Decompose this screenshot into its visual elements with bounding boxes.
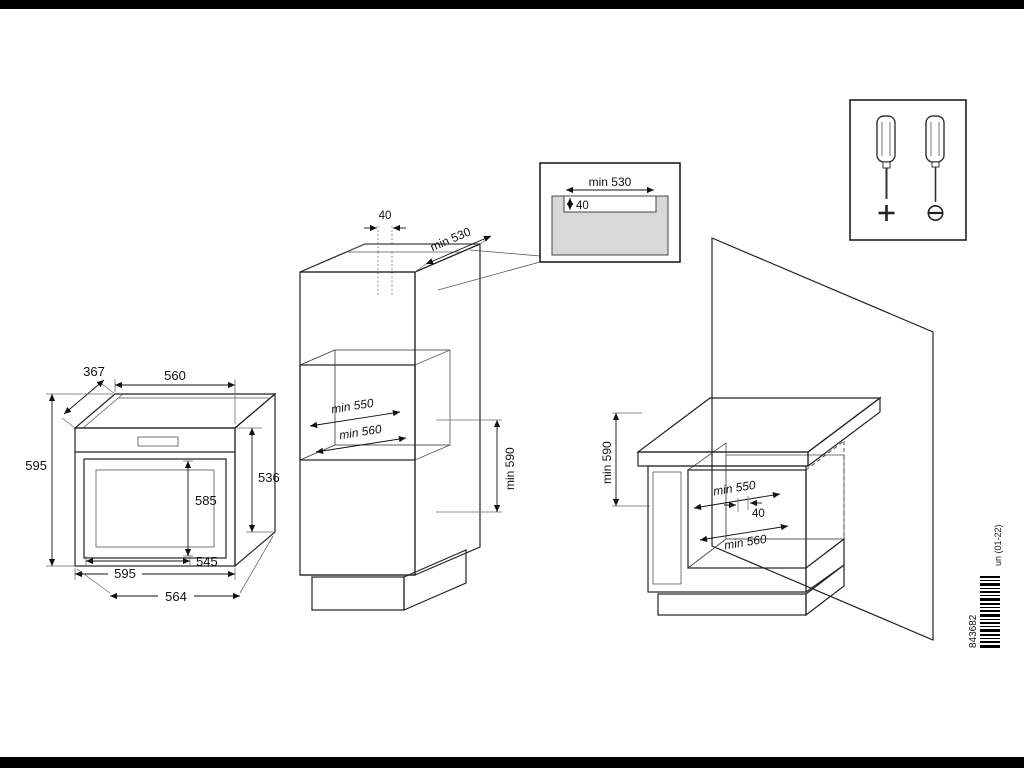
oven-display <box>137 436 179 447</box>
tall-cabinet-dim-niche-depth: min 560 <box>338 422 383 443</box>
tall-cabinet-vent-band <box>345 243 481 253</box>
oven-dim-height-left: 595 <box>25 458 47 473</box>
oven-dim-depth-bottom: 564 <box>165 589 187 604</box>
base-door-panel <box>652 471 682 585</box>
inset-vent-recess <box>563 195 657 213</box>
base-cabinet-dim-niche-depth: min 560 <box>723 532 768 553</box>
phillips-screwdriver-icon <box>876 115 896 221</box>
edition-code: un (01-22) <box>993 524 1003 566</box>
barcode: un (01-22) 843682 <box>968 524 1003 648</box>
oven-dim-rear-height: 536 <box>258 470 280 485</box>
oven-dim-width-bottom: 595 <box>114 566 136 581</box>
oven-dimension-drawing: 367 560 595 536 585 545 595 <box>25 364 279 604</box>
tools-box <box>849 99 967 241</box>
oven-door <box>83 458 227 559</box>
tall-cabinet-plinth <box>311 576 405 611</box>
tall-cabinet-top-face <box>299 243 481 273</box>
slotted-head-icon <box>927 205 944 222</box>
barcode-number: 843682 <box>968 614 979 648</box>
oven-front-face <box>74 427 236 567</box>
countertop-front <box>637 451 809 467</box>
base-niche-opening <box>687 469 807 569</box>
countertop-side <box>807 396 881 468</box>
top-letterbox-bar <box>0 0 1024 9</box>
oven-dim-width-top: 560 <box>164 368 186 383</box>
tall-cabinet-plinth-side <box>403 549 467 611</box>
tools-box-frame <box>849 99 967 241</box>
base-cabinet-dim-niche-height: min 590 <box>600 441 614 484</box>
vent-detail-inset: min 530 40 <box>437 162 681 291</box>
base-plinth <box>657 593 807 616</box>
niche-inner-top <box>299 349 451 366</box>
barcode-bars <box>980 576 1000 648</box>
wall-panel <box>711 237 934 641</box>
oven-dim-inner-height: 585 <box>195 493 217 508</box>
phillips-head-icon <box>878 205 895 221</box>
slotted-screwdriver-icon <box>925 115 945 222</box>
niche-floor <box>299 444 451 461</box>
base-rail-side <box>805 537 845 594</box>
base-plinth-side <box>805 563 845 617</box>
tall-cabinet-front <box>299 271 416 576</box>
base-cabinet-dim-vent-gap: 40 <box>752 508 765 520</box>
inset-dim-recess-depth: 40 <box>576 200 589 212</box>
bottom-letterbox-bar <box>0 757 1024 768</box>
oven-dim-inner-width: 545 <box>196 554 218 569</box>
tall-cabinet-dim-vent-gap: 40 <box>379 210 392 222</box>
oven-door-glass <box>95 469 215 548</box>
tall-cabinet-side-face <box>414 243 481 576</box>
inset-dim-recess-width: min 530 <box>589 175 632 189</box>
oven-top-face <box>73 393 277 429</box>
oven-dim-depth-top: 367 <box>83 364 105 379</box>
tall-cabinet-dim-niche-height: min 590 <box>503 447 517 490</box>
base-cabinet-dim-niche-width: min 550 <box>712 478 757 499</box>
tall-cabinet-drawing: 40 min 530 min 550 min 560 min 590 <box>299 210 517 611</box>
tall-cabinet-dim-niche-width: min 550 <box>330 396 375 417</box>
base-cabinet-drawing: min 590 min 550 40 min 560 <box>600 237 934 641</box>
